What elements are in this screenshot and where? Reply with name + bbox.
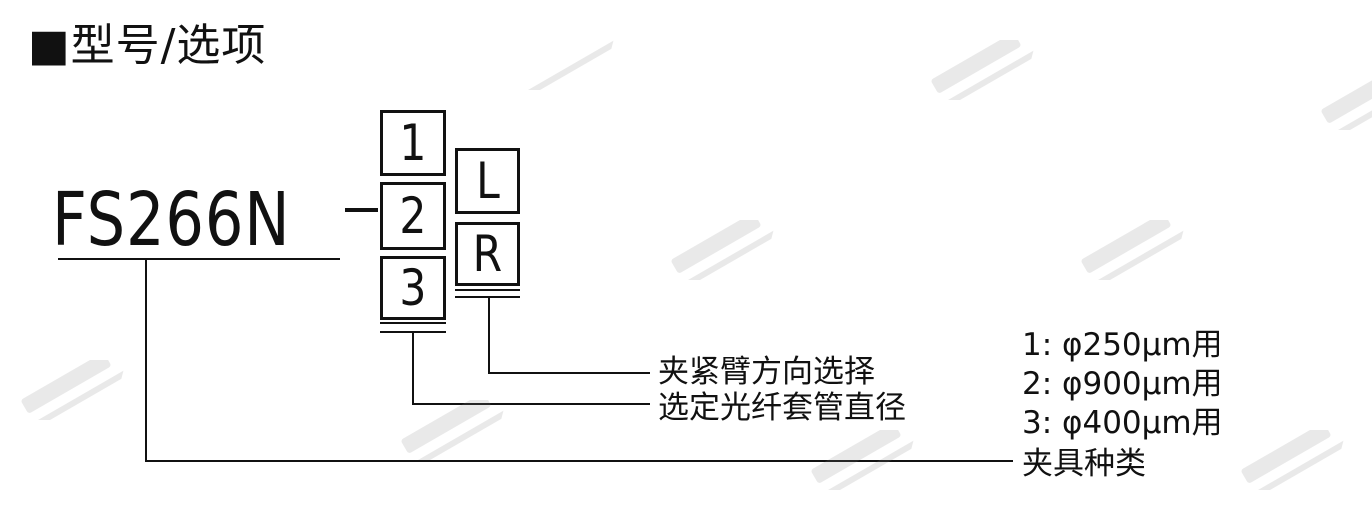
fixture-connector — [145, 259, 1013, 462]
direction-option-l: L — [475, 152, 500, 210]
direction-option-r: R — [472, 225, 503, 283]
diameter-connector — [412, 332, 650, 405]
direction-label: 夹紧臂方向选择 — [658, 354, 875, 390]
section-heading: ■型号/选项 — [28, 20, 267, 71]
direction-option-l-box: L — [455, 148, 520, 214]
diameter-legend-1: 1: φ250μm用 — [1022, 327, 1223, 363]
diameter-label: 选定光纤套管直径 — [658, 390, 906, 426]
fixture-type-label: 夹具种类 — [1022, 446, 1146, 482]
diameter-option-1: 1 — [399, 114, 427, 172]
diameter-option-3-box: 3 — [380, 256, 446, 320]
model-number: FS266N — [52, 177, 291, 263]
diameter-option-3: 3 — [399, 259, 427, 317]
diameter-option-2-box: 2 — [380, 182, 446, 250]
diameter-legend-2: 2: φ900μm用 — [1022, 366, 1223, 402]
diameter-option-2: 2 — [399, 187, 427, 245]
diameter-option-1-box: 1 — [380, 110, 446, 176]
direction-option-r-box: R — [455, 222, 520, 286]
diameter-legend-3: 3: φ400μm用 — [1022, 405, 1223, 441]
direction-connector — [488, 297, 650, 374]
